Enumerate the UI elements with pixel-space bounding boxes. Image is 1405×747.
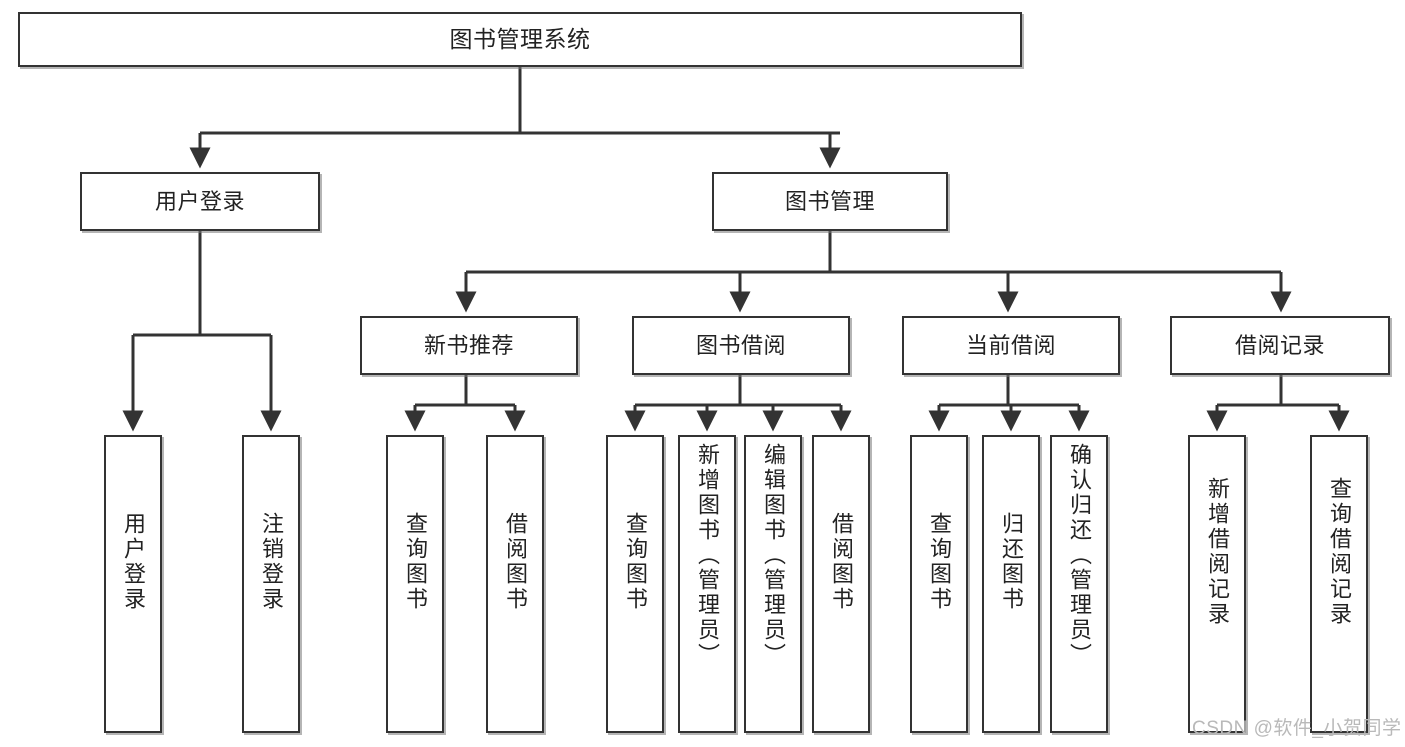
node-leaf-edit-book-admin-label: 编辑图书（管理员） (761, 443, 786, 668)
node-leaf-borrow-book-1[interactable]: 借阅图书 (486, 435, 544, 733)
node-user-login-label: 用户登录 (154, 188, 245, 214)
csdn-watermark: CSDN @软件_小贺同学 (1192, 718, 1402, 739)
node-leaf-query-book-3-label: 查询图书 (927, 512, 952, 612)
node-leaf-logout-label: 注销登录 (259, 512, 284, 612)
node-current-borrow-label: 当前借阅 (965, 332, 1056, 358)
node-borrow-record[interactable]: 借阅记录 (1170, 316, 1390, 375)
node-leaf-logout[interactable]: 注销登录 (242, 435, 300, 733)
node-leaf-confirm-return-admin[interactable]: 确认归还（管理员） (1050, 435, 1108, 733)
node-book-borrow[interactable]: 图书借阅 (632, 316, 850, 375)
node-leaf-query-borrow-record[interactable]: 查询借阅记录 (1310, 435, 1368, 733)
node-leaf-return-book[interactable]: 归还图书 (982, 435, 1040, 733)
node-book-management-label: 图书管理 (784, 188, 875, 214)
node-new-book-recommend-label: 新书推荐 (423, 332, 514, 358)
node-leaf-query-book-1[interactable]: 查询图书 (386, 435, 444, 733)
node-borrow-record-label: 借阅记录 (1234, 332, 1325, 358)
node-leaf-borrow-book-2-label: 借阅图书 (829, 512, 854, 612)
node-leaf-query-book-3[interactable]: 查询图书 (910, 435, 968, 733)
node-leaf-confirm-return-admin-label: 确认归还（管理员） (1067, 443, 1092, 668)
node-leaf-query-book-2[interactable]: 查询图书 (606, 435, 664, 733)
node-book-management[interactable]: 图书管理 (712, 172, 948, 231)
node-leaf-query-book-1-label: 查询图书 (403, 512, 428, 612)
node-leaf-borrow-book-2[interactable]: 借阅图书 (812, 435, 870, 733)
node-user-login[interactable]: 用户登录 (80, 172, 320, 231)
node-leaf-edit-book-admin[interactable]: 编辑图书（管理员） (744, 435, 802, 733)
node-leaf-query-book-2-label: 查询图书 (623, 512, 648, 612)
node-leaf-return-book-label: 归还图书 (999, 512, 1024, 612)
node-root[interactable]: 图书管理系统 (18, 12, 1022, 67)
node-leaf-add-borrow-record-label: 新增借阅记录 (1205, 477, 1230, 627)
node-root-label: 图书管理系统 (449, 25, 591, 52)
node-leaf-add-book-admin-label: 新增图书（管理员） (695, 443, 720, 668)
node-new-book-recommend[interactable]: 新书推荐 (360, 316, 578, 375)
node-current-borrow[interactable]: 当前借阅 (902, 316, 1120, 375)
node-leaf-user-login-label: 用户登录 (121, 512, 146, 612)
node-book-borrow-label: 图书借阅 (695, 332, 786, 358)
node-leaf-add-book-admin[interactable]: 新增图书（管理员） (678, 435, 736, 733)
node-leaf-add-borrow-record[interactable]: 新增借阅记录 (1188, 435, 1246, 733)
node-leaf-query-borrow-record-label: 查询借阅记录 (1327, 477, 1352, 627)
node-leaf-user-login[interactable]: 用户登录 (104, 435, 162, 733)
node-leaf-borrow-book-1-label: 借阅图书 (503, 512, 528, 612)
